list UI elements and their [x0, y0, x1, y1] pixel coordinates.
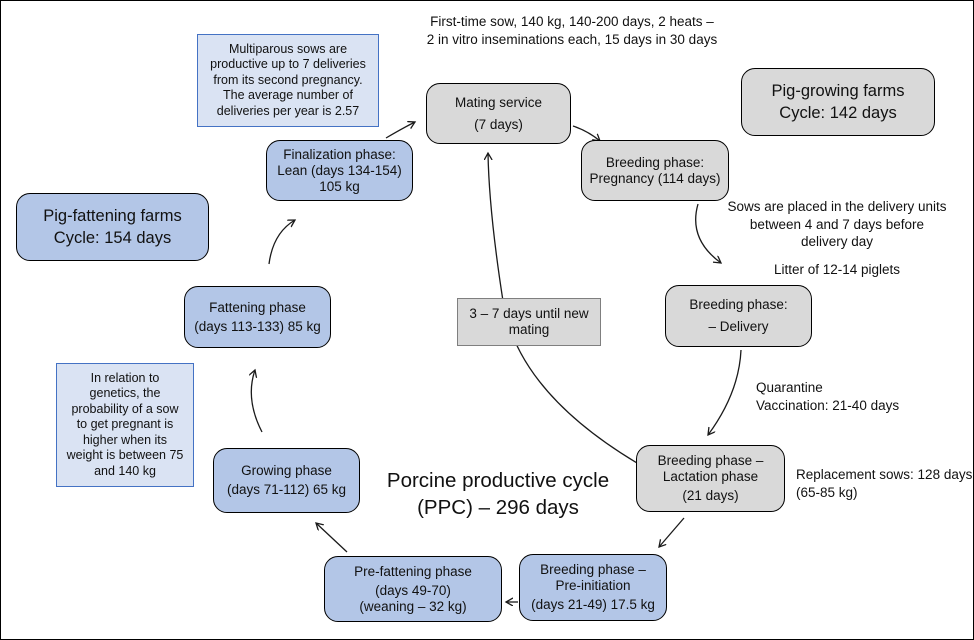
node-label: (days 71-112) 65 kg: [226, 482, 347, 497]
node-label: (days 113-133) 85 kg: [194, 318, 321, 334]
note-line: and 140 kg: [94, 463, 156, 478]
annotation-line: Replacement sows: 128 days: [796, 467, 973, 482]
node-finalization-phase: Finalization phase: Lean (days 134-154) …: [266, 140, 413, 201]
annotation-replacement-sows: Replacement sows: 128 days (65-85 kg): [796, 466, 972, 501]
annotation-line: delivery day: [800, 234, 874, 249]
node-growing-phase: Growing phase (days 71-112) 65 kg: [213, 448, 360, 513]
node-label: (weaning – 32 kg): [359, 598, 467, 614]
annotation-line: Vaccination: 21-40 days: [756, 397, 900, 413]
node-label: Cycle: 154 days: [53, 229, 172, 247]
diagram-title-line: Porcine productive cycle: [386, 469, 610, 492]
node-label: Pre-fattening phase: [354, 563, 472, 579]
note-multiparous-sows: Multiparous sows are productive up to 7 …: [197, 34, 379, 127]
arrow-fattening-to-finalization: [268, 220, 295, 265]
annotation-first-time-sow: First-time sow, 140 kg, 140-200 days, 2 …: [412, 13, 732, 48]
note-line: productive up to 7 deliveries: [210, 57, 366, 72]
node-breeding-pre-initiation: Breeding phase – Pre-initiation (days 21…: [519, 554, 667, 621]
node-breeding-pregnancy: Breeding phase: Pregnancy (114 days): [581, 140, 729, 201]
annotation-quarantine: Quarantine Vaccination: 21-40 days: [756, 379, 956, 414]
node-label: Mating service: [454, 94, 543, 110]
arrow-growing-to-fattening: [251, 370, 263, 433]
node-pig-growing-farms: Pig-growing farms Cycle: 142 days: [741, 68, 935, 136]
node-pig-fattening-farms: Pig-fattening farms Cycle: 154 days: [16, 193, 209, 261]
node-label: (days 21-49) 17.5 kg: [531, 597, 655, 612]
note-genetics-probability: In relation to genetics, the probability…: [56, 363, 194, 487]
diagram-title-line: (PPC) – 296 days: [417, 496, 579, 519]
annotation-line: Sows are placed in the delivery units: [727, 199, 947, 214]
note-line: The average number of: [223, 88, 353, 103]
note-line: from its second pregnancy.: [213, 72, 363, 87]
node-breeding-delivery: Breeding phase: – Delivery: [665, 285, 812, 347]
node-days-until-new-mating: 3 – 7 days until new mating: [457, 298, 601, 346]
arrow-lactation-to-preinitiation: [659, 517, 685, 547]
annotation-litter-size: Litter of 12-14 piglets: [704, 261, 970, 279]
node-label: Breeding phase:: [605, 154, 705, 170]
arrow-prefattening-to-growing: [316, 523, 348, 553]
node-label: Growing phase: [241, 463, 332, 478]
note-line: weight is between 75: [66, 448, 184, 463]
node-label: Fattening phase: [209, 299, 306, 315]
note-line: genetics, the: [89, 386, 161, 401]
node-label: Pre-initiation: [555, 578, 631, 593]
node-label: Breeding phase:: [689, 297, 788, 312]
node-label: (7 days): [474, 116, 523, 132]
note-line: In relation to: [90, 370, 160, 385]
node-pre-fattening-phase: Pre-fattening phase (days 49-70) (weanin…: [324, 556, 502, 622]
note-line: higher when its: [82, 432, 168, 447]
arrow-mating-to-pregnancy: [572, 125, 600, 141]
node-label: 3 – 7 days until new: [469, 306, 589, 321]
note-line: to get pregnant is: [76, 417, 174, 432]
node-label: Pig-fattening farms: [43, 207, 182, 225]
node-label: Pig-growing farms: [771, 82, 905, 100]
node-mating-service: Mating service (7 days): [426, 83, 571, 144]
node-label: Breeding phase –: [657, 453, 764, 468]
note-line: Multiparous sows are: [228, 41, 348, 56]
annotation-line: Litter of 12-14 piglets: [773, 262, 901, 277]
annotation-line: First-time sow, 140 kg, 140-200 days, 2 …: [430, 14, 714, 29]
annotation-sows-placed: Sows are placed in the delivery units be…: [704, 198, 970, 251]
annotation-line: Quarantine: [756, 380, 823, 395]
node-label: mating: [508, 322, 550, 337]
node-label: (days 49-70): [375, 582, 451, 598]
annotation-line: between 4 and 7 days before: [749, 216, 925, 232]
node-label: Pregnancy (114 days): [589, 170, 721, 186]
arrow-delivery-to-lactation: [708, 349, 742, 435]
node-label: Lean (days 134-154): [277, 162, 402, 178]
note-line: deliveries per year is 2.57: [216, 103, 360, 118]
node-label: – Delivery: [708, 319, 769, 334]
node-label: Breeding phase –: [540, 562, 646, 577]
node-breeding-lactation: Breeding phase – Lactation phase (21 day…: [636, 445, 785, 512]
note-line: probability of a sow: [71, 401, 179, 416]
node-label: Lactation phase: [662, 469, 759, 484]
diagram-title: Porcine productive cycle (PPC) – 296 day…: [338, 467, 658, 521]
node-fattening-phase: Fattening phase (days 113-133) 85 kg: [184, 286, 331, 348]
node-label: Finalization phase:: [283, 146, 396, 162]
annotation-line: 2 in vitro inseminations each, 15 days i…: [426, 31, 718, 47]
arrow-finalization-to-mating: [385, 122, 415, 139]
node-label: Cycle: 142 days: [779, 104, 897, 122]
annotation-line: (65-85 kg): [796, 484, 858, 500]
node-label: 105 kg: [319, 178, 360, 194]
node-label: (21 days): [682, 488, 739, 503]
